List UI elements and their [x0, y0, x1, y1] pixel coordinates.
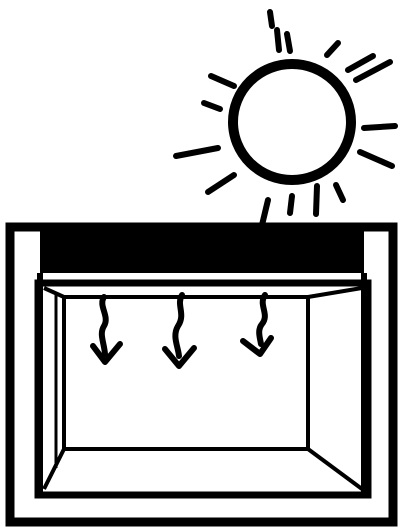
sun-ray — [205, 172, 237, 195]
tray-outer-rim — [34, 279, 372, 499]
sun-ray — [259, 197, 271, 228]
sun-ray — [333, 182, 346, 203]
tray-corner-top-right — [307, 286, 363, 299]
sun-disk — [228, 59, 356, 185]
sun-icon — [173, 9, 398, 228]
sun-ray — [345, 53, 376, 73]
wavy-down-arrow-icon — [162, 292, 197, 369]
sun-ray — [201, 100, 223, 112]
box-outer-frame — [5, 222, 398, 527]
sun-rays — [173, 9, 398, 228]
wavy-down-arrow-icon — [90, 294, 123, 365]
sun-ray — [284, 31, 293, 54]
heat-arrows — [90, 292, 274, 369]
sun-ray — [313, 183, 320, 217]
sun-ray — [353, 59, 393, 83]
box-lid-dark-panel — [40, 231, 364, 273]
tray-corner-bottom-right — [306, 447, 364, 491]
sun-ray — [274, 27, 282, 53]
solar-box-icon — [5, 222, 398, 527]
sun-ray — [361, 123, 398, 131]
sun-ray — [357, 149, 395, 169]
sun-ray — [267, 9, 275, 29]
sun-ray — [287, 193, 295, 216]
tray-corner-top-left — [43, 286, 65, 299]
tray-corner-bottom-left — [42, 448, 66, 490]
sun-ray — [173, 145, 221, 159]
tray-back-wall — [62, 295, 310, 451]
wavy-down-arrow-icon — [240, 292, 274, 357]
sun-ray — [324, 40, 341, 58]
sun-ray — [208, 73, 237, 89]
